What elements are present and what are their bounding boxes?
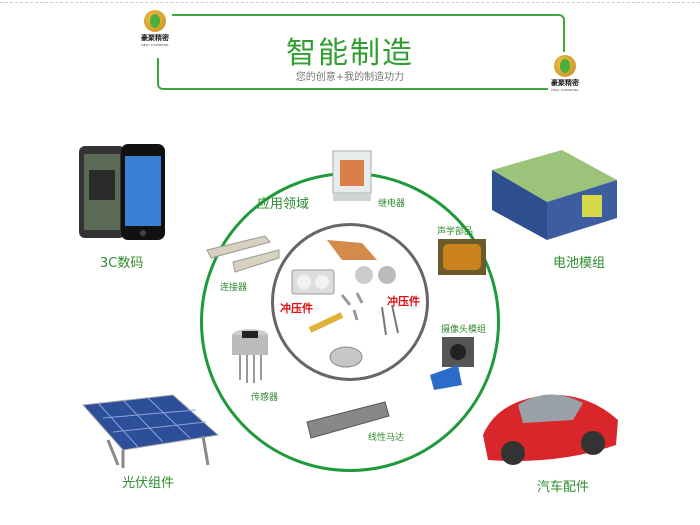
solar-panel-image <box>81 394 220 468</box>
stamping-label-right: 冲压件 <box>387 295 420 308</box>
phone-image <box>79 144 165 240</box>
car-image <box>483 394 618 465</box>
market-auto-label: 汽车配件 <box>537 480 590 495</box>
stamping-circle <box>271 223 429 381</box>
sensor-image <box>232 329 268 383</box>
acoustic-label: 声学部品 <box>437 227 474 237</box>
page-subtitle: 您的创意+我的制造功力 <box>295 72 405 83</box>
logo-icon <box>554 55 576 77</box>
market-battery-label: 电池模组 <box>553 256 606 271</box>
logo-icon <box>144 10 166 32</box>
relay-label: 继电器 <box>378 199 406 209</box>
market-solar-label: 光伏组件 <box>122 476 175 491</box>
motor-label: 线性马达 <box>368 433 405 443</box>
acoustic-part-image <box>438 239 486 275</box>
sensor-label: 传感器 <box>251 393 279 403</box>
logo-subtext: HEJU STAMPING <box>551 88 579 92</box>
connector-image <box>206 235 280 273</box>
logo-top-left: 豪聚精密 HEJU STAMPING <box>135 10 175 47</box>
top-divider <box>0 2 700 3</box>
application-field-label: 应用领域 <box>257 197 310 212</box>
connector-label: 连接器 <box>220 283 248 293</box>
camera-module-image <box>430 337 474 390</box>
battery-module-image <box>492 150 617 240</box>
logo-subtext: HEJU STAMPING <box>141 43 169 47</box>
logo-bottom-right: 豪聚精密 HEJU STAMPING <box>545 55 585 92</box>
page-title: 智能制造 <box>286 36 414 71</box>
stamping-parts-image <box>291 240 399 368</box>
camera-label: 摄像头模组 <box>441 325 487 335</box>
linear-motor-image <box>306 401 390 439</box>
relay-image <box>332 150 372 201</box>
market-3c-label: 3C数码 <box>100 256 144 271</box>
stamping-label-left: 冲压件 <box>280 302 313 315</box>
logo-text: 豪聚精密 <box>141 33 169 42</box>
logo-text: 豪聚精密 <box>551 78 579 87</box>
